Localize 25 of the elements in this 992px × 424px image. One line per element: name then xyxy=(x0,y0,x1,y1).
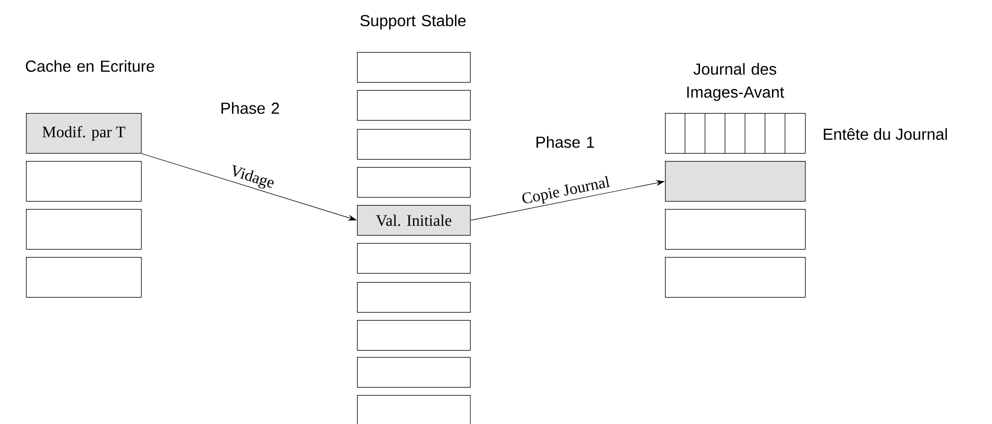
empty-box xyxy=(357,320,471,351)
empty-box xyxy=(665,209,806,250)
text-box: Modif. par T xyxy=(26,113,142,154)
box-label: Entête du Journal xyxy=(824,128,947,140)
edge-label: Copie Journal xyxy=(520,174,612,209)
label: Support Stable xyxy=(360,14,466,30)
empty-box xyxy=(357,282,471,313)
empty-box xyxy=(665,161,806,202)
empty-box xyxy=(26,209,142,250)
empty-box xyxy=(26,257,142,298)
empty-box xyxy=(357,243,471,274)
empty-box xyxy=(665,257,806,298)
text-box: Val. Initiale xyxy=(357,205,471,236)
label: Phase 1 xyxy=(536,136,594,148)
empty-box xyxy=(357,90,471,121)
empty-box xyxy=(357,167,471,198)
empty-box xyxy=(357,395,471,424)
empty-box xyxy=(357,357,471,388)
header-grid xyxy=(665,112,806,154)
empty-box xyxy=(357,52,471,83)
empty-box xyxy=(357,129,471,160)
label: Phase 2 xyxy=(222,102,279,114)
label: Cache en Ecriture xyxy=(26,60,154,72)
empty-box xyxy=(26,161,142,202)
edge-label: Vidage xyxy=(227,163,278,193)
